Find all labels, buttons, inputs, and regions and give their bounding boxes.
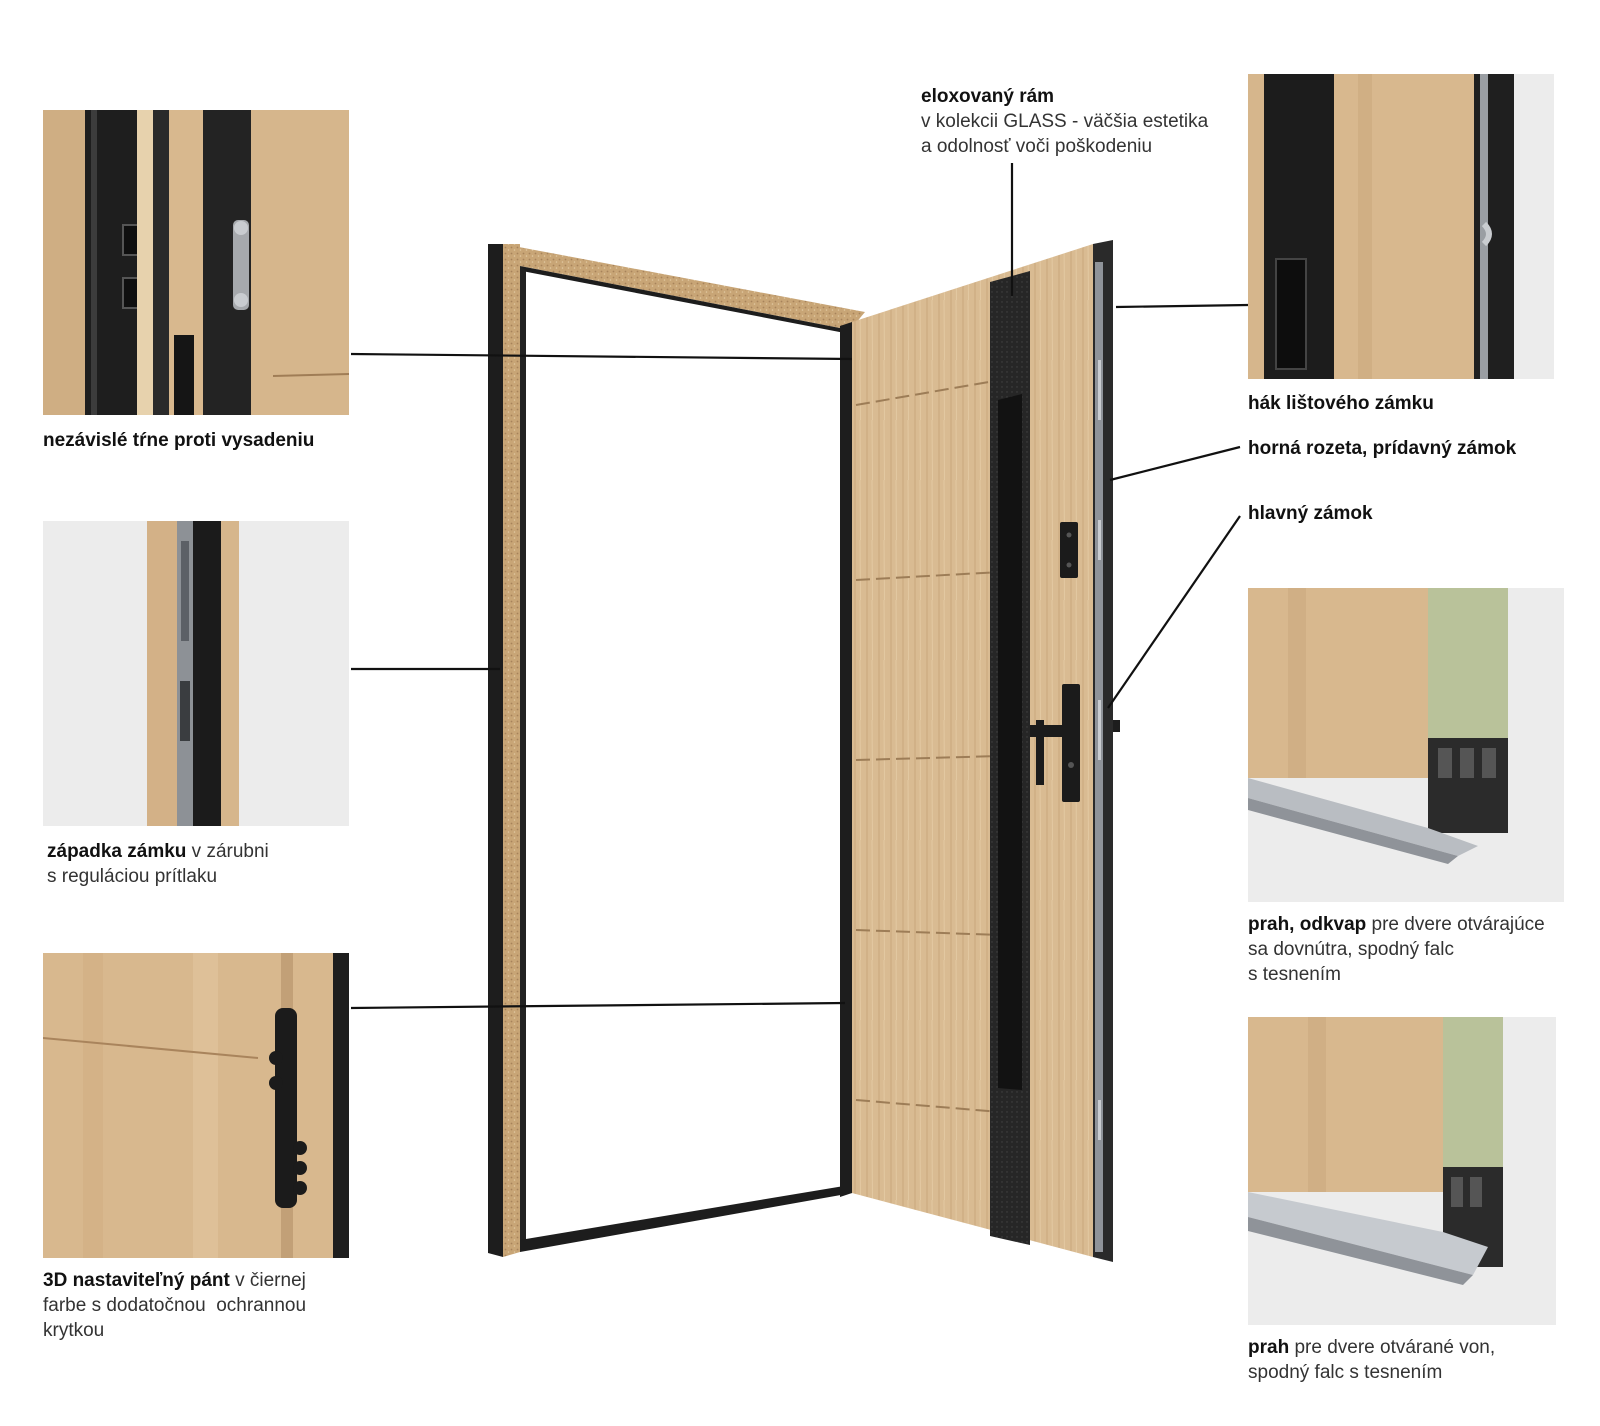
pins-caption: nezávislé tŕne proti vysadeniu — [43, 428, 314, 453]
latch-caption-title: západka zámku — [47, 841, 187, 862]
door-leaf — [852, 240, 1120, 1262]
rosette-caption-title: horná rozeta, prídavný zámok — [1248, 438, 1517, 459]
hinge-caption: 3D nastaviteľný pánt v čiernej farbe s d… — [43, 1268, 306, 1343]
rosette-caption: horná rozeta, prídavný zámok — [1248, 436, 1516, 461]
hinge-photo — [43, 953, 349, 1258]
hinge-caption-line2: farbe s dodatočnou ochrannou — [43, 1295, 307, 1316]
frame-caption-title: eloxovaný rám — [921, 86, 1055, 107]
hook-caption-title: hák lištového zámku — [1248, 393, 1434, 414]
threshold-out-caption-title: prah — [1248, 1337, 1290, 1358]
latch-caption-line2: s reguláciou prítlaku — [47, 866, 218, 887]
threshold-in-caption-title: prah, odkvap — [1248, 914, 1367, 935]
hinge-caption-title: 3D nastaviteľný pánt — [43, 1270, 230, 1291]
pins-caption-title: nezávislé tŕne proti vysadeniu — [43, 430, 315, 451]
threshold-out-caption: prah pre dvere otvárané von, spodný falc… — [1248, 1335, 1495, 1385]
hook-photo — [1248, 74, 1554, 379]
hinge-caption-line3: krytkou — [43, 1320, 105, 1341]
main-lock-caption: hlavný zámok — [1248, 501, 1373, 526]
threshold-out-caption-rest: pre dvere otvárané von, — [1289, 1337, 1496, 1358]
latch-caption: západka zámku v zárubni s reguláciou prí… — [47, 839, 269, 889]
latch-photo — [43, 521, 349, 826]
threshold-in-caption-line2: sa dovnútra, spodný falc — [1248, 939, 1454, 960]
callout-lines — [350, 163, 1249, 1010]
threshold-in-caption-line3: s tesnením — [1248, 964, 1341, 985]
door-handle — [1030, 522, 1080, 802]
latch-caption-rest: v zárubni — [186, 841, 269, 862]
frame-caption-line2: a odolnosť voči poškodeniu — [921, 136, 1153, 157]
pins-photo — [43, 110, 349, 415]
threshold-in-caption-rest: pre dvere otvárajúce — [1366, 914, 1545, 935]
frame-caption: eloxovaný rám v kolekcii GLASS - väčšia … — [921, 84, 1208, 159]
threshold-in-caption: prah, odkvap pre dvere otvárajúce sa dov… — [1248, 912, 1545, 987]
frame-caption-line1: v kolekcii GLASS - väčšia estetika — [921, 111, 1209, 132]
threshold-out-caption-line2: spodný falc s tesnením — [1248, 1362, 1443, 1383]
threshold-in-photo — [1248, 588, 1564, 902]
threshold-out-photo — [1248, 1017, 1556, 1325]
main-lock-caption-title: hlavný zámok — [1248, 503, 1373, 524]
door-frame — [488, 244, 865, 1257]
hook-caption: hák lištového zámku — [1248, 391, 1434, 416]
hinge-caption-rest: v čiernej — [229, 1270, 306, 1291]
